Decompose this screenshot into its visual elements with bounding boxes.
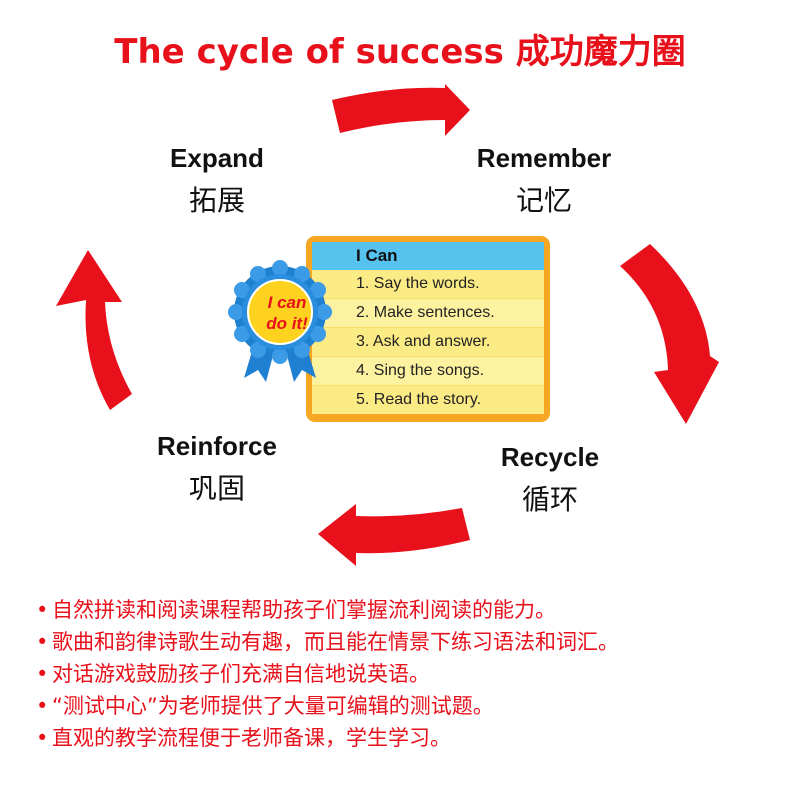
arrow-right-icon [620,244,719,424]
list-item: •自然拼读和阅读课程帮助孩子们掌握流利阅读的能力。 [36,594,796,626]
list-item: •“测试中心”为老师提供了大量可编辑的测试题。 [36,690,796,722]
i-can-card: I Can 1. Say the words. 2. Make sentence… [306,236,550,422]
list-item-text: 直观的教学流程便于老师备课，学生学习。 [52,726,451,750]
bullet-icon: • [36,630,49,654]
i-can-item: 5. Read the story. [312,386,544,414]
stage-expand: Expand 拓展 [117,142,317,218]
i-can-item: 1. Say the words. [312,270,544,299]
i-can-card-header: I Can [312,242,544,270]
stage-recycle: Recycle 循环 [450,441,650,517]
i-can-item: 4. Sing the songs. [312,357,544,386]
stage-expand-label: Expand [170,143,264,173]
ribbon-rosette-icon [228,260,332,382]
stage-expand-label-zh: 拓展 [188,184,245,217]
list-item-text: 对话游戏鼓励孩子们充满自信地说英语。 [52,662,430,686]
stage-reinforce-label: Reinforce [157,431,277,461]
i-can-list: 1. Say the words. 2. Make sentences. 3. … [312,270,544,414]
page-title: The cycle of success 成功魔力圈 [114,32,686,72]
i-can-item: 2. Make sentences. [312,299,544,328]
i-can-item: 3. Ask and answer. [312,328,544,357]
stage-recycle-label: Recycle [500,442,600,472]
stage-reinforce-label-zh: 巩固 [188,472,245,505]
stage-recycle-label-zh: 循环 [521,483,578,516]
bullet-icon: • [36,598,49,622]
list-item-text: 自然拼读和阅读课程帮助孩子们掌握流利阅读的能力。 [52,598,556,622]
bullet-icon: • [36,726,49,750]
arrow-top-icon [332,84,470,136]
badge-line-2: do it! [266,314,308,333]
badge-line-1: I can [267,293,307,312]
stage-remember-label: Remember [476,143,612,173]
list-item: •歌曲和韵律诗歌生动有趣，而且能在情景下练习语法和词汇。 [36,626,796,658]
arrow-left-icon [56,250,132,410]
stage-remember: Remember 记忆 [444,142,644,218]
arrow-bottom-icon [318,504,470,566]
list-item: •对话游戏鼓励孩子们充满自信地说英语。 [36,658,796,690]
stage-remember-label-zh: 记忆 [515,184,572,217]
bullet-icon: • [36,694,49,718]
list-item-text: “测试中心”为老师提供了大量可编辑的测试题。 [52,694,494,718]
i-can-card-body: I Can 1. Say the words. 2. Make sentence… [312,242,544,414]
bullet-icon: • [36,662,49,686]
stage-reinforce: Reinforce 巩固 [117,430,317,506]
list-item-text: 歌曲和韵律诗歌生动有趣，而且能在情景下练习语法和词汇。 [52,630,619,654]
list-item: •直观的教学流程便于老师备课，学生学习。 [36,722,796,754]
badge-label: I can do it! [246,292,328,334]
feature-list: •自然拼读和阅读课程帮助孩子们掌握流利阅读的能力。 •歌曲和韵律诗歌生动有趣，而… [36,594,796,754]
